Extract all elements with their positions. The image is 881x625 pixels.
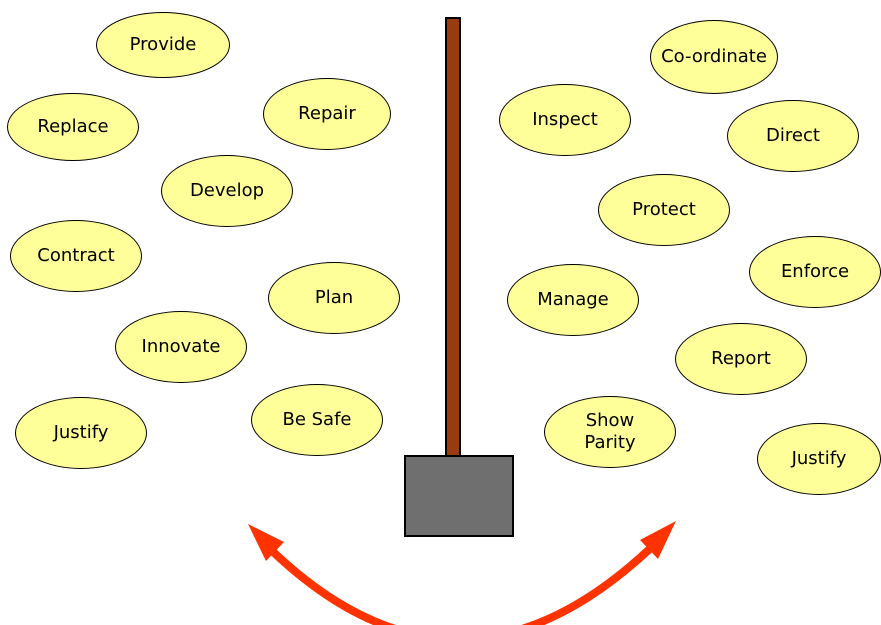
bubble-co-ordinate: Co-ordinate <box>650 20 778 94</box>
bubble-replace: Replace <box>7 93 139 161</box>
bubble-innovate: Innovate <box>115 311 247 383</box>
bubble-inspect: Inspect <box>499 84 631 156</box>
bubble-contract: Contract <box>10 220 142 292</box>
bubble-manage: Manage <box>507 264 639 336</box>
bubble-justify-right: Justify <box>757 423 881 495</box>
swing-arrow-arc <box>258 533 666 625</box>
bubble-enforce: Enforce <box>749 236 881 308</box>
bubble-repair: Repair <box>263 78 391 150</box>
pendulum-weight <box>404 455 514 537</box>
bubble-justify-left: Justify <box>15 397 147 469</box>
bubble-report: Report <box>675 323 807 395</box>
swing-arrow-right-head <box>640 521 676 559</box>
bubble-protect: Protect <box>598 174 730 246</box>
bubble-plan: Plan <box>268 262 400 334</box>
bubble-show-parity: Show Parity <box>544 396 676 468</box>
bubble-direct: Direct <box>727 100 859 172</box>
swing-arrow-left-head <box>248 524 284 561</box>
bubble-provide: Provide <box>96 12 230 78</box>
bubble-be-safe: Be Safe <box>251 384 383 456</box>
bubble-develop: Develop <box>161 155 293 227</box>
